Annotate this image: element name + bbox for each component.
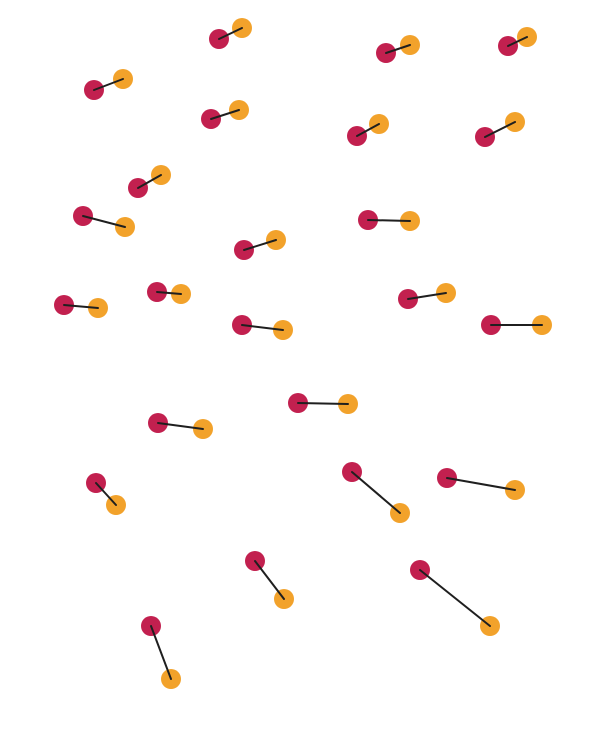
link-23 — [419, 569, 491, 627]
link-10 — [367, 219, 411, 222]
links-layer — [63, 27, 543, 680]
link-11 — [243, 239, 277, 251]
link-24 — [150, 625, 172, 680]
link-3 — [507, 36, 528, 47]
link-7 — [484, 121, 516, 138]
link-13 — [156, 291, 182, 295]
link-12 — [63, 304, 99, 309]
link-5 — [210, 109, 240, 120]
link-14 — [407, 292, 447, 300]
link-4 — [93, 78, 124, 91]
link-9 — [82, 215, 126, 228]
link-15 — [241, 324, 284, 331]
link-8 — [137, 174, 162, 189]
link-19 — [95, 482, 117, 506]
link-21 — [446, 477, 516, 491]
link-17 — [297, 402, 349, 405]
link-20 — [351, 471, 401, 514]
link-1 — [218, 27, 243, 40]
link-2 — [385, 44, 411, 54]
link-18 — [157, 422, 204, 430]
link-6 — [356, 123, 380, 137]
link-22 — [254, 560, 285, 600]
